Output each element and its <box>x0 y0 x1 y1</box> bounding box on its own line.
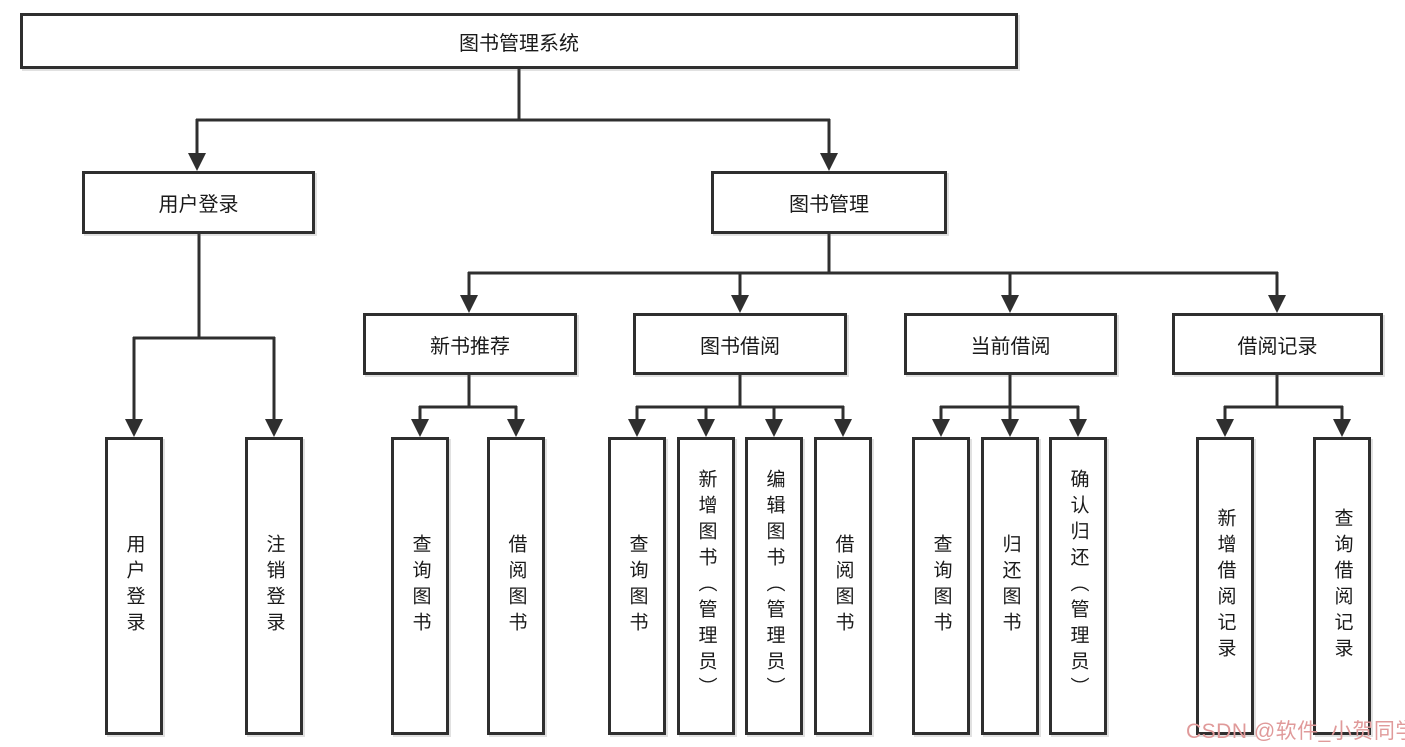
arrow-down-icon <box>697 419 715 437</box>
arrow-down-icon <box>628 419 646 437</box>
arrow-down-icon <box>834 419 852 437</box>
leaf-logout: 注销登录 <box>245 437 303 735</box>
leaf-user-login: 用户登录 <box>105 437 163 735</box>
leaf-borrow-borrow-book: 借阅图书 <box>814 437 872 735</box>
arrow-down-icon <box>932 419 950 437</box>
arrow-down-icon <box>731 295 749 313</box>
arrow-down-icon <box>188 153 206 171</box>
node-book-borrow: 图书借阅 <box>633 313 847 375</box>
arrow-down-icon <box>125 419 143 437</box>
node-book-management: 图书管理 <box>711 171 947 234</box>
arrow-down-icon <box>1216 419 1234 437</box>
node-current-borrow: 当前借阅 <box>904 313 1117 375</box>
leaf-records-add-record: 新增借阅记录 <box>1196 437 1254 735</box>
arrowhead-icons <box>125 153 1351 437</box>
leaf-borrow-add-book-admin: 新增图书（管理员） <box>677 437 735 735</box>
leaf-borrow-query-book: 查询图书 <box>608 437 666 735</box>
leaf-current-query-book: 查询图书 <box>912 437 970 735</box>
leaf-recommend-borrow-book: 借阅图书 <box>487 437 545 735</box>
node-user-login: 用户登录 <box>82 171 315 234</box>
arrow-down-icon <box>765 419 783 437</box>
connector-path <box>132 67 1344 425</box>
leaf-recommend-query-book: 查询图书 <box>391 437 449 735</box>
leaf-records-query-record: 查询借阅记录 <box>1313 437 1371 735</box>
node-borrow-records: 借阅记录 <box>1172 313 1383 375</box>
node-library-system: 图书管理系统 <box>20 13 1018 69</box>
watermark: CSDN @软件_小贺同学 <box>1186 720 1405 743</box>
arrow-down-icon <box>1069 419 1087 437</box>
leaf-borrow-edit-book-admin: 编辑图书（管理员） <box>745 437 803 735</box>
leaf-current-confirm-return-admin: 确认归还（管理员） <box>1049 437 1107 735</box>
arrow-down-icon <box>265 419 283 437</box>
arrow-down-icon <box>1333 419 1351 437</box>
arrow-down-icon <box>507 419 525 437</box>
node-new-book-recommend: 新书推荐 <box>363 313 577 375</box>
arrow-down-icon <box>1001 295 1019 313</box>
leaf-current-return-book: 归还图书 <box>981 437 1039 735</box>
arrow-down-icon <box>460 295 478 313</box>
arrow-down-icon <box>820 153 838 171</box>
arrow-down-icon <box>1001 419 1019 437</box>
arrow-down-icon <box>411 419 429 437</box>
arrow-down-icon <box>1268 295 1286 313</box>
